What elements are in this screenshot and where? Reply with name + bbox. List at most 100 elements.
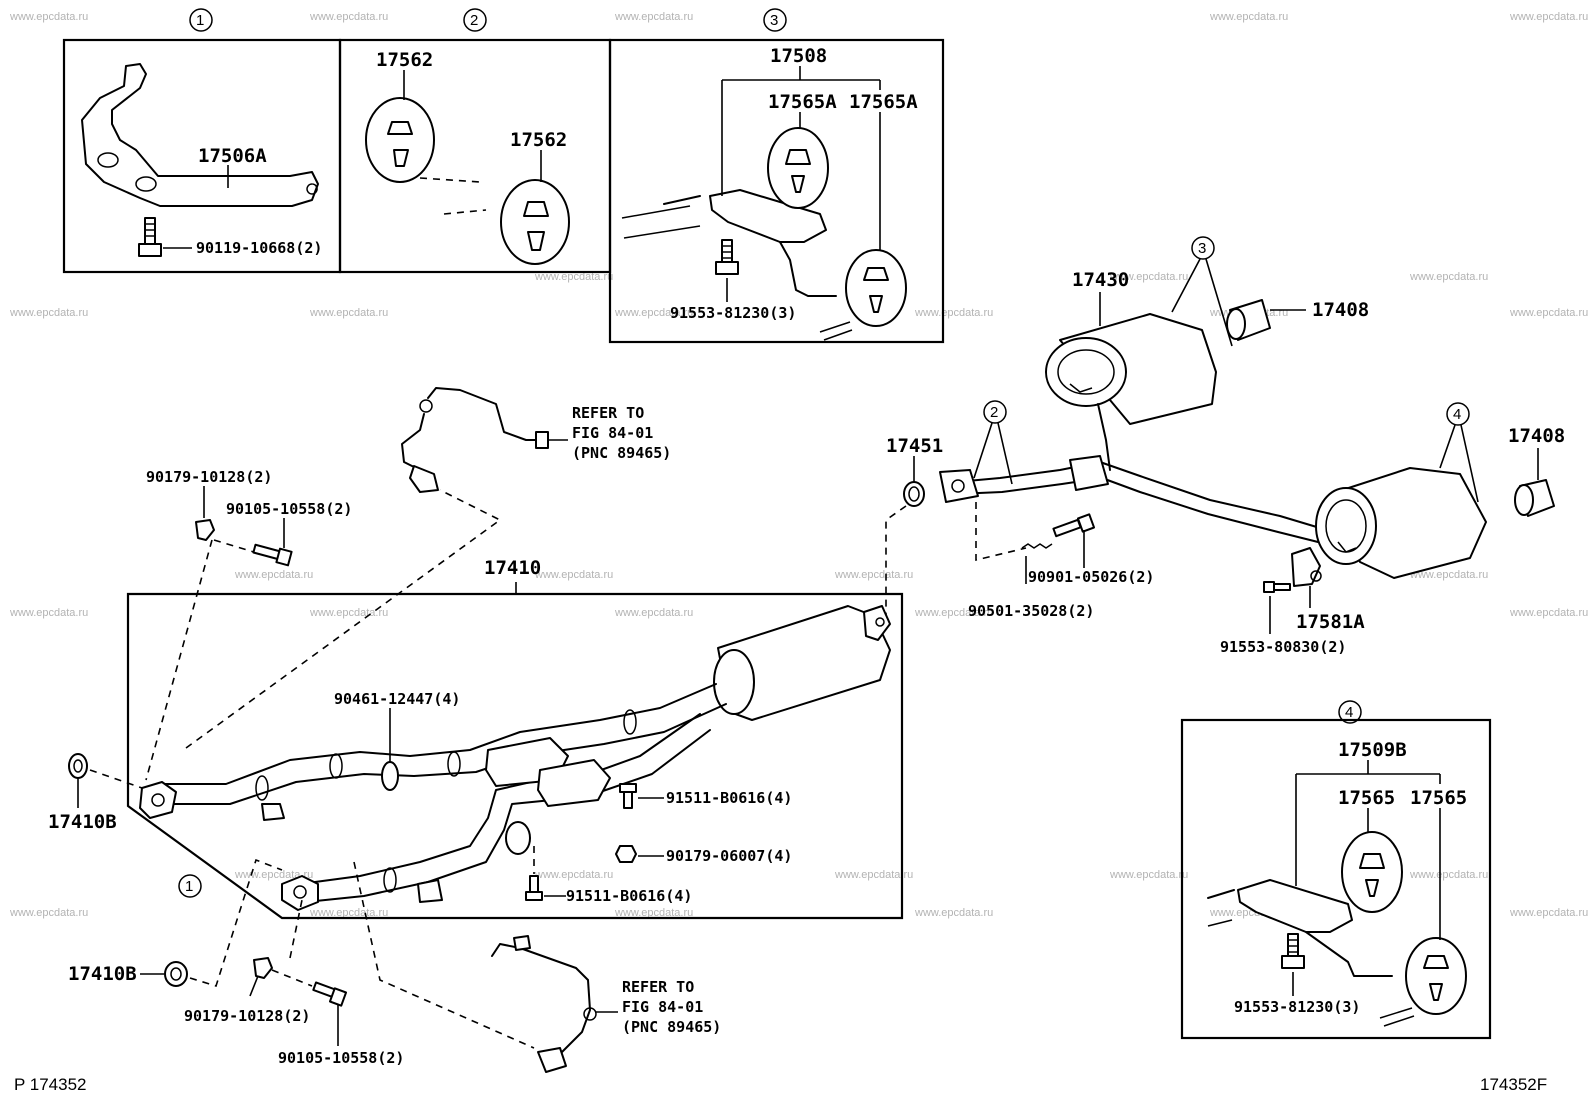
label-17451: 17451	[886, 435, 943, 457]
bolt-91553-81230-inset3[interactable]	[715, 239, 739, 275]
watermark: www.epcdata.ru	[9, 907, 88, 919]
callout-4-rear[interactable]: 4	[1446, 402, 1470, 426]
hanger-17565a-b[interactable]	[845, 249, 907, 327]
label-90119-10668: 90119-10668(2)	[196, 239, 322, 257]
bracket-17508[interactable]	[621, 189, 837, 297]
bolt-91511-b0616-mid[interactable]	[619, 783, 637, 809]
assembly-line	[975, 502, 1027, 562]
tip-17408-upper[interactable]	[1226, 299, 1271, 341]
watermark: www.epcdata.ru	[534, 271, 613, 283]
clamp-90461-12447[interactable]	[381, 761, 531, 855]
watermark: www.epcdata.ru	[914, 907, 993, 919]
label-17565-b: 17565	[1410, 787, 1467, 809]
hanger-17562-a[interactable]	[365, 97, 435, 183]
bolt-90901-05026[interactable]	[1052, 513, 1096, 538]
callout-number: 3	[1198, 240, 1206, 257]
label-17408-lower: 17408	[1508, 425, 1565, 447]
watermark: www.epcdata.ru	[614, 307, 693, 319]
callout-1-top[interactable]: 1	[189, 8, 213, 32]
assembly-line	[353, 861, 535, 1049]
bolt-91511-b0616-low[interactable]	[525, 875, 543, 901]
bolt-91553-80830[interactable]	[1263, 581, 1291, 593]
hanger-17562-b[interactable]	[500, 179, 570, 265]
callout-number: 4	[1453, 406, 1461, 423]
callout-2-top[interactable]: 2	[463, 8, 487, 32]
hanger-17565-b[interactable]	[1405, 937, 1467, 1015]
spring-90501-35028[interactable]	[1021, 543, 1053, 549]
label-17562-b: 17562	[510, 129, 567, 151]
label-17562-a: 17562	[376, 49, 433, 71]
label-17565a-a: 17565A	[768, 91, 837, 113]
callout-number: 3	[770, 12, 778, 29]
refer-lower-line3: (PNC 89465)	[622, 1018, 721, 1036]
label-90105-10558-upper: 90105-10558(2)	[226, 500, 352, 518]
watermark: www.epcdata.ru	[9, 11, 88, 23]
leader-line	[1025, 530, 1085, 584]
hanger-17565a-a[interactable]	[767, 127, 829, 209]
watermark: www.epcdata.ru	[1509, 907, 1588, 919]
oxygen-sensor-upper[interactable]	[401, 387, 549, 493]
mid-pipe-rear[interactable]	[939, 455, 1321, 543]
label-91511-b0616-low: 91511-B0616(4)	[566, 887, 692, 905]
watermark: www.epcdata.ru	[534, 569, 613, 581]
callout-4-box[interactable]: 4	[1338, 700, 1362, 724]
assembly-line	[271, 899, 313, 987]
refer-upper-line3: (PNC 89465)	[572, 444, 671, 462]
bolt-90119-10668[interactable]	[138, 217, 162, 257]
watermark: www.epcdata.ru	[309, 307, 388, 319]
watermark: www.epcdata.ru	[1509, 11, 1588, 23]
front-assembly-frame	[126, 592, 904, 920]
label-90179-10128-lower: 90179-10128(2)	[184, 1007, 310, 1025]
label-91511-b0616-mid: 91511-B0616(4)	[666, 789, 792, 807]
leader-line	[1439, 424, 1479, 503]
label-90179-10128-upper: 90179-10128(2)	[146, 468, 272, 486]
watermark: www.epcdata.ru	[914, 307, 993, 319]
bolt-90105-10558-lower[interactable]	[312, 981, 348, 1007]
refer-upper-line2: FIG 84-01	[572, 424, 653, 442]
callout-3-top[interactable]: 3	[763, 8, 787, 32]
inset-box-4	[1180, 718, 1492, 1040]
leader-line	[721, 66, 881, 250]
assembly-line	[145, 489, 502, 781]
watermarks: www.epcdata.ru www.epcdata.ru www.epcdat…	[9, 11, 1588, 919]
label-17565a-b: 17565A	[849, 91, 918, 113]
figure-code-right: 174352F	[1480, 1075, 1547, 1094]
nut-90179-10128-lower[interactable]	[253, 957, 273, 979]
leader-line	[1292, 760, 1441, 996]
refer-upper-line1: REFER TO	[572, 404, 644, 422]
bolt-90105-10558-upper[interactable]	[252, 543, 293, 567]
watermark: www.epcdata.ru	[9, 607, 88, 619]
watermark: www.epcdata.ru	[1109, 271, 1188, 283]
label-90179-06007: 90179-06007(4)	[666, 847, 792, 865]
tip-17408-lower[interactable]	[1514, 479, 1555, 517]
bracket-17506a[interactable]	[81, 63, 319, 207]
watermark: www.epcdata.ru	[1509, 607, 1588, 619]
label-17581a: 17581A	[1296, 611, 1365, 633]
watermark: www.epcdata.ru	[234, 869, 313, 881]
assembly-line	[89, 769, 143, 789]
oxygen-sensor-lower[interactable]	[491, 935, 597, 1073]
gasket-17410b-upper[interactable]	[68, 753, 88, 779]
callout-2-rear[interactable]: 2	[983, 400, 1007, 424]
hanger-17565-a[interactable]	[1341, 831, 1403, 913]
label-17430: 17430	[1072, 269, 1129, 291]
label-90901-05026: 90901-05026(2)	[1028, 568, 1154, 586]
nut-90179-10128-upper[interactable]	[195, 519, 215, 541]
watermark: www.epcdata.ru	[614, 907, 693, 919]
watermark: www.epcdata.ru	[309, 907, 388, 919]
nut-90179-06007[interactable]	[615, 845, 637, 863]
gasket-17451[interactable]	[903, 481, 925, 507]
bolt-91553-81230-inset4[interactable]	[1281, 933, 1305, 969]
bracket-17581a[interactable]	[1291, 547, 1322, 587]
watermark: www.epcdata.ru	[1109, 869, 1188, 881]
refer-lower-line1: REFER TO	[622, 978, 694, 996]
muffler-rear-small[interactable]	[1315, 467, 1487, 579]
label-90461-12447: 90461-12447(4)	[334, 690, 460, 708]
watermark: www.epcdata.ru	[234, 569, 313, 581]
callout-1-front[interactable]: 1	[178, 874, 202, 898]
hanger-pin	[443, 209, 487, 215]
bracket-17509b[interactable]	[1207, 879, 1393, 977]
callout-3-rear[interactable]: 3	[1191, 236, 1215, 260]
gasket-17410b-lower[interactable]	[164, 961, 188, 987]
muffler-17430[interactable]	[1045, 313, 1217, 471]
